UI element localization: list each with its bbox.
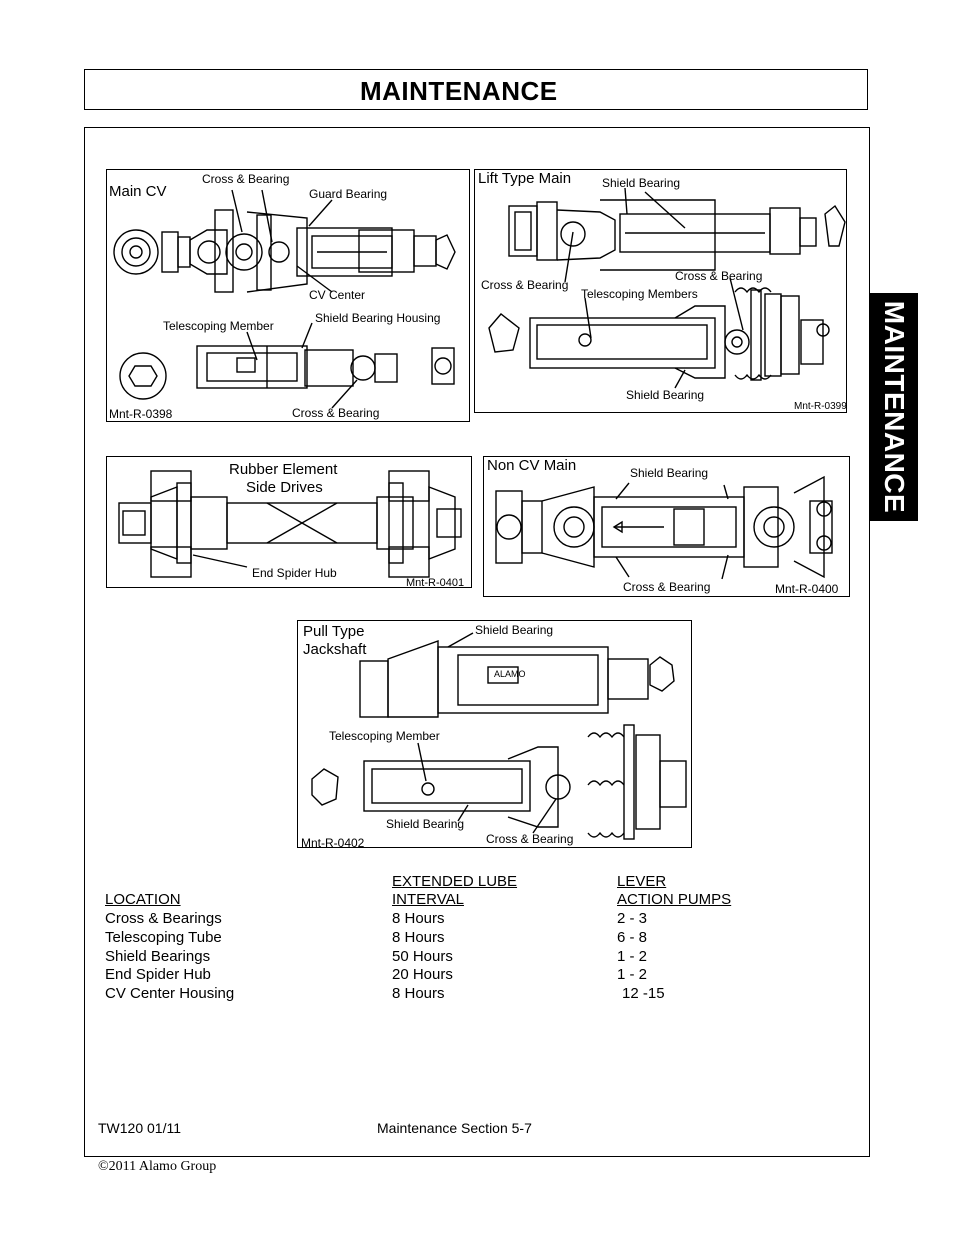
figure-rubber-element: Rubber Element Side Drives End Spider Hu… [106,456,472,589]
main-cv-title: Main CV [109,183,167,200]
rubber-element-drawing [118,470,462,578]
lift-type-title: Lift Type Main [478,170,572,187]
lift-type-label-shield-bearing-bottom: Shield Bearing [626,388,705,402]
row-interval: 8 Hours [392,910,445,927]
row-pumps: 6 - 8 [617,929,648,946]
header-pumps-line2: ACTION PUMPS [617,891,732,908]
pull-type-label-telescoping-member: Telescoping Member [329,729,440,743]
pull-type-stamp: ALAMO [494,669,526,679]
lift-type-label-shield-bearing: Shield Bearing [602,176,681,190]
pull-type-drawing [311,632,687,840]
lift-type-code: Mnt-R-0399 [794,401,847,412]
row-location: Cross & Bearings [105,910,222,927]
header-interval-line1: EXTENDED LUBE [392,873,518,890]
rubber-title-line1: Rubber Element [229,461,338,478]
lift-type-label-cross-bearing-left: Cross & Bearing [481,278,569,292]
lift-type-drawing [488,187,846,389]
rubber-code: Mnt-R-0401 [406,577,465,589]
header-pumps-line1: LEVER [617,873,667,890]
pull-type-label-shield-bearing-top: Shield Bearing [475,623,554,637]
side-tab-label: MAINTENANCE [878,300,910,514]
row-interval: 8 Hours [392,985,445,1002]
figure-lift-type-main: Lift Type Main Shield Bearing Cross & Be… [474,169,847,413]
main-cv-label-shield-bearing-housing: Shield Bearing Housing [315,311,441,325]
row-pumps: 2 - 3 [617,910,648,927]
main-cv-label-guard-bearing: Guard Bearing [309,187,388,201]
row-location: Telescoping Tube [105,929,222,946]
content-frame [84,127,870,1157]
pull-type-label-shield-bearing-bottom: Shield Bearing [386,817,465,831]
non-cv-drawing [495,475,833,580]
main-cv-drawing [113,189,456,409]
non-cv-code: Mnt-R-0400 [775,582,839,596]
main-cv-label-telescoping-member: Telescoping Member [163,319,274,333]
main-cv-code: Mnt-R-0398 [109,407,173,421]
non-cv-label-cross-bearing: Cross & Bearing [623,580,711,594]
header-box: MAINTENANCE [84,69,868,110]
row-pumps: 12 -15 [622,985,665,1002]
rubber-label-end-spider-hub: End Spider Hub [252,566,337,580]
main-cv-label-cross-bearing-bottom: Cross & Bearing [292,406,380,420]
side-tab: MAINTENANCE [869,293,918,521]
non-cv-label-shield-bearing: Shield Bearing [630,466,709,480]
pull-type-title-line2: Jackshaft [303,641,367,658]
figure-pull-type-jackshaft: Pull Type Jackshaft Shield Bearing Teles… [297,620,692,850]
header-location: LOCATION [105,891,181,908]
row-pumps: 1 - 2 [617,966,648,983]
row-interval: 50 Hours [392,948,453,965]
pull-type-label-cross-bearing: Cross & Bearing [486,832,574,846]
row-interval: 20 Hours [392,966,453,983]
footer-copyright: ©2011 Alamo Group [98,1159,217,1174]
header-interval-line2: INTERVAL [392,891,464,908]
main-cv-label-cross-bearing: Cross & Bearing [202,172,290,186]
non-cv-title: Non CV Main [487,457,577,474]
main-cv-label-cv-center: CV Center [309,288,366,302]
lift-type-label-cross-bearing-right: Cross & Bearing [675,269,763,283]
row-pumps: 1 - 2 [617,948,648,965]
row-location: End Spider Hub [105,966,211,983]
row-interval: 8 Hours [392,929,445,946]
rubber-title-line2: Side Drives [246,479,323,496]
pull-type-title-line1: Pull Type [303,623,365,640]
row-location: Shield Bearings [105,948,211,965]
footer-section: Maintenance Section 5-7 [377,1120,532,1136]
row-location: CV Center Housing [105,985,235,1002]
lift-type-label-telescoping-members: Telescoping Members [581,287,698,301]
footer-model: TW120 01/11 [98,1120,182,1136]
page-title: MAINTENANCE [360,76,558,106]
pull-type-code: Mnt-R-0402 [301,836,365,850]
figure-main-cv: Main CV Cross & Bearing Guard Bearing CV… [106,169,470,422]
figure-non-cv-main: Non CV Main Shield Bearing Cross & Beari… [483,456,850,597]
